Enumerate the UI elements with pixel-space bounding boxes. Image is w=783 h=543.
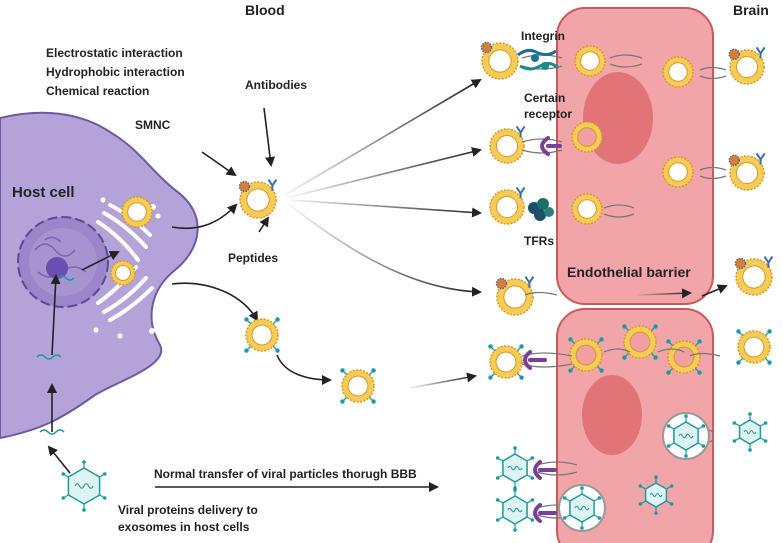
- blood-label: Blood: [245, 2, 285, 18]
- certain-receptor: [540, 136, 562, 156]
- exosome: [568, 337, 604, 373]
- exosome: [495, 276, 535, 316]
- virus: [732, 412, 768, 452]
- exosome: [571, 193, 603, 225]
- virus: [61, 460, 107, 512]
- arrows: [47, 107, 728, 492]
- purple-receptors: [523, 350, 557, 523]
- normal-transfer-label: Normal transfer of viral particles thoru…: [154, 467, 417, 481]
- electrostatic-label: Electrostatic interaction: [46, 46, 183, 60]
- exosome: [666, 339, 702, 375]
- virus: [638, 475, 674, 515]
- smnc-label: SMNC: [135, 118, 171, 132]
- virus: [495, 488, 535, 532]
- antibodies-label: Antibodies: [245, 78, 307, 92]
- exosome: [110, 260, 136, 286]
- integrin-label: Integrin: [521, 29, 565, 43]
- exosome: [734, 256, 774, 296]
- tfr-receptor: [528, 198, 554, 221]
- exosome: [480, 41, 519, 80]
- brain-label: Brain: [733, 2, 769, 18]
- exosome: [728, 152, 766, 191]
- exosome: [238, 179, 278, 219]
- virus: [662, 412, 710, 460]
- certain-receptor-label-line2: receptor: [524, 107, 573, 121]
- endothelial-barrier-label: Endothelial barrier: [567, 264, 691, 280]
- exosome: [736, 329, 772, 365]
- exosome: [662, 56, 694, 88]
- certain-receptor-label-line1: Certain: [524, 91, 566, 105]
- exosome: [574, 45, 606, 77]
- exosome: [728, 46, 766, 85]
- nucleus: [17, 216, 109, 308]
- exosome: [571, 121, 603, 153]
- exosome: [622, 324, 658, 360]
- virus: [558, 484, 606, 532]
- exosome: [244, 317, 280, 353]
- exosome: [488, 344, 524, 380]
- viral-rna-strands: [36, 275, 75, 435]
- viral-delivery-label-line1: Viral proteins delivery to: [118, 503, 258, 517]
- exosome: [121, 196, 153, 228]
- viral-delivery-label-line2: exosomes in host cells: [118, 520, 250, 534]
- virus: [495, 446, 535, 490]
- exosomes: [110, 41, 774, 404]
- fan-arrows: [284, 78, 692, 389]
- chemical-reaction-label: Chemical reaction: [46, 84, 150, 98]
- integrin-receptor: [517, 48, 560, 71]
- exosome: [662, 156, 694, 188]
- tfrs-label: TFRs: [524, 234, 554, 248]
- exosome: [340, 368, 376, 404]
- peptides-label: Peptides: [228, 251, 279, 265]
- hydrophobic-label: Hydrophobic interaction: [46, 65, 185, 79]
- golgi-vesicles: [93, 197, 161, 339]
- viral-particles: [61, 412, 768, 532]
- exosome: [489, 125, 526, 164]
- exosome: [489, 186, 526, 225]
- host-cell-label: Host cell: [12, 184, 75, 201]
